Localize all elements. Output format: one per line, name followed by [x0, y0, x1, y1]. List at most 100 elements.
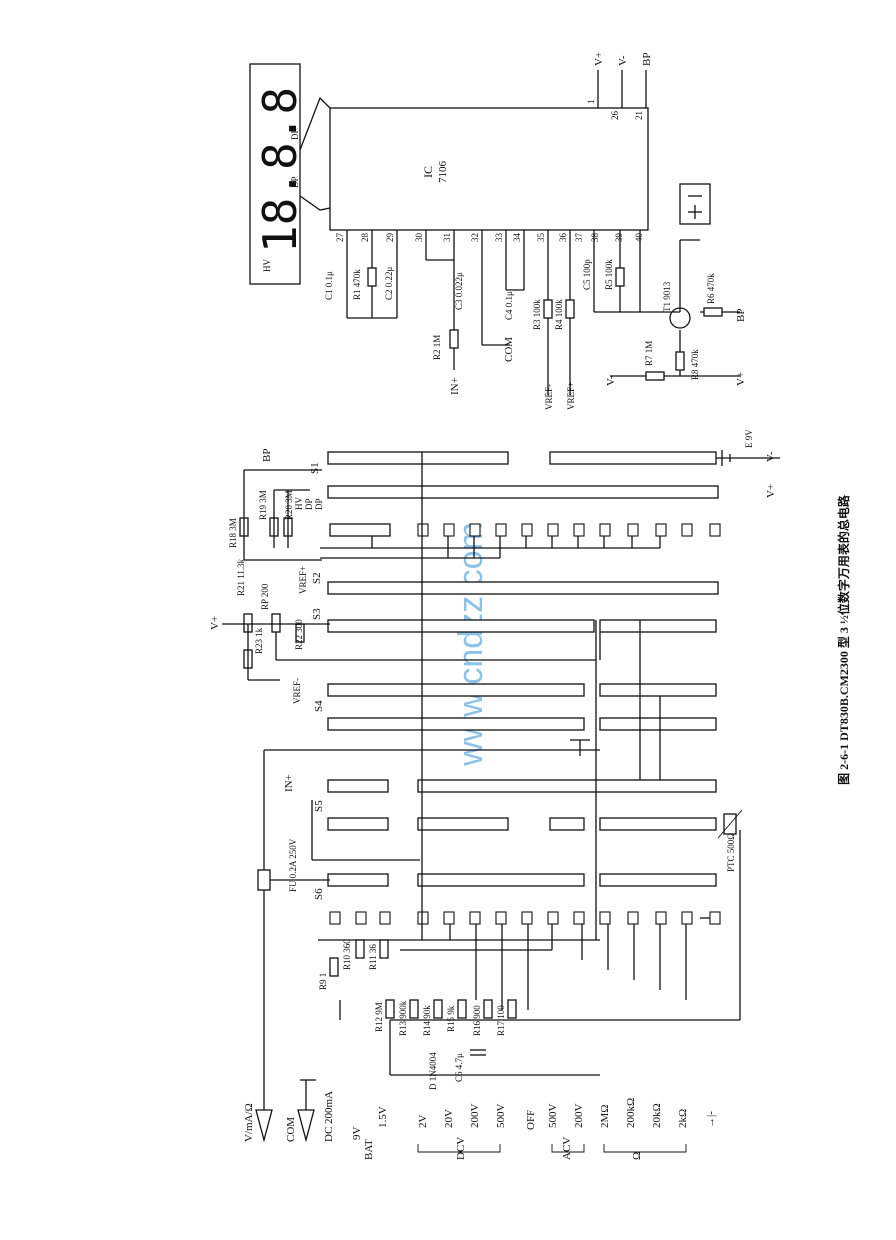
diode-test-label: →|-: [705, 1111, 717, 1128]
side-hv: HV: [294, 497, 304, 510]
switch-labels: S1 S2 S3 S4 S5 S6: [309, 462, 325, 900]
ohm-label: Ω: [631, 1152, 643, 1160]
ic-pin-39: 39: [614, 233, 624, 243]
switch-s5: S5: [313, 800, 325, 812]
side-dp2: DP: [314, 498, 324, 510]
side-bp: BP: [261, 449, 273, 462]
diode-label: D 1N4004: [428, 1052, 438, 1090]
ic-pin-1: 1: [586, 100, 596, 105]
dcv-20v: 20V: [443, 1109, 455, 1128]
ohm-2m: 2MΩ: [599, 1105, 611, 1128]
dcv-2v: 2V: [417, 1115, 429, 1129]
ic-pin-38: 38: [590, 233, 600, 243]
ic-external-components: C1 0.1μ R1 470k C2 0.22μ C3 0.022μ R2 1M…: [324, 239, 740, 381]
side-in-plus: IN+: [283, 774, 295, 792]
jack-vmaohm: V/mA/Ω: [243, 1103, 255, 1142]
ic-io-labels: IN+ COM VREF- VREF+ V- V+ BP: [449, 309, 747, 410]
r13-label: R13 900k: [398, 1000, 408, 1036]
ic-pin-29: 29: [385, 233, 395, 243]
ohm-200k: 200kΩ: [625, 1098, 637, 1128]
fuse-label: FU 0.2A 250V: [288, 838, 298, 892]
ic-r1: R1 470k: [352, 269, 362, 300]
ic-io-vminus: V-: [605, 375, 617, 386]
bat-1-5v: 1.5V: [377, 1106, 389, 1128]
ic-pin-33: 33: [494, 233, 504, 243]
polarity-box: [679, 183, 711, 225]
r17-label: R17 100: [496, 1005, 506, 1036]
lcd-display: 18.8.8 HV DP DP: [249, 63, 711, 285]
ic-bottom-pins: 27 28 29 30 31 32 33 34 35 36 37 38 39 4…: [335, 230, 644, 395]
ic-pin-21: 21: [634, 111, 644, 120]
switch-side-labels: HV DP DP V+ BP VREF+ V+ VREF- IN+ V-: [209, 449, 777, 792]
acv-500v: 500V: [547, 1104, 559, 1129]
ptc-label: PTC 500Ω: [726, 833, 736, 872]
switch-s6: S6: [313, 888, 325, 900]
ic-model: 7106: [437, 161, 449, 184]
ic-in-plus: IN+: [449, 377, 461, 395]
ic-r8: R8 470k: [690, 349, 700, 380]
jack-dc200ma: DC 200mA: [323, 1091, 335, 1142]
ic-pin-36: 36: [558, 233, 568, 243]
lcd-link-bottom: [299, 195, 331, 211]
r20-label: R20 3M: [284, 490, 294, 520]
r23-label: R23 1k: [254, 627, 264, 654]
switch-s4: S4: [313, 700, 325, 712]
switch-s1: S1: [309, 462, 321, 474]
ohm-20k: 20kΩ: [651, 1103, 663, 1128]
side-vplus-2: V+: [209, 616, 221, 630]
ic-pin-34: 34: [512, 233, 522, 243]
ic-vref-minus: VREF-: [544, 384, 554, 410]
ic-pin-37: 37: [574, 233, 584, 243]
jack-com-probe: [297, 1109, 315, 1143]
ic-r5: R5 100k: [604, 259, 614, 290]
ic-r3: R3 100k: [532, 299, 542, 330]
lcd-digits: 18.8.8: [253, 87, 307, 253]
r14-label: R14 90k: [422, 1005, 432, 1036]
off-label: OFF: [525, 1110, 537, 1130]
ic-r6: R6 470k: [706, 273, 716, 304]
r19-label: R19 3M: [258, 490, 268, 520]
battery-e-label: E 9V: [744, 429, 754, 448]
lcd-hv-label: HV: [262, 259, 272, 272]
figure-caption: 图 2-6-1 DT830B.CM2300 型 3 ½位数字万用表的总电路: [836, 494, 851, 785]
switch-s2: S2: [311, 572, 323, 584]
ic-c5: C5 100p: [582, 259, 592, 290]
ic-io-bp: BP: [735, 309, 747, 322]
ic-t1: T1 9013: [662, 281, 672, 312]
ic-body: [329, 107, 649, 231]
ic-pin-32: 32: [470, 233, 480, 242]
r18-label: R18 3M: [228, 518, 238, 548]
jack-com: COM: [285, 1117, 297, 1142]
ic-r4: R4 100k: [554, 299, 564, 330]
lcd-dp-label-1: DP: [290, 176, 300, 188]
ic-pin-28: 28: [360, 233, 370, 243]
ic-pin-40: 40: [634, 233, 644, 243]
dcv-500v: 500V: [495, 1104, 507, 1129]
r10-label: R10 360: [342, 939, 352, 970]
side-vplus: V+: [765, 484, 777, 498]
switch-bank: R9 1 R10 360 R11 36 R12 9M R13 900k R14 …: [209, 429, 780, 1110]
ic-c3: C3 0.022μ: [454, 272, 464, 310]
ic-bp-label: BP: [641, 53, 653, 66]
lcd-dp-label-2: DP: [290, 128, 300, 140]
ic-c4: C4 0.1μ: [504, 291, 514, 320]
side-vref-plus: VREF+: [298, 566, 308, 594]
ic-io-vplus: V+: [735, 372, 747, 386]
ic-c2: C2 0.22μ: [384, 266, 394, 300]
rp-label: RP 200: [260, 583, 270, 610]
side-dp1: DP: [304, 498, 314, 510]
lcd-frame: [249, 63, 301, 285]
acv-label: ACV: [561, 1137, 573, 1160]
ic-r2: R2 1M: [432, 335, 442, 360]
dcv-200v: 200V: [469, 1104, 481, 1129]
ic-c1: C1 0.1μ: [324, 271, 334, 300]
switch-wires: [263, 452, 741, 1110]
ic-vplus-label: V+: [593, 52, 605, 66]
ic-vminus-label: V-: [617, 55, 629, 66]
ic-r7: R7 1M: [644, 341, 654, 366]
r11-label: R11 36: [368, 944, 378, 970]
side-vminus: V-: [765, 451, 777, 462]
ic-pin-27: 27: [335, 233, 345, 243]
bat-label: BAT: [363, 1139, 375, 1160]
